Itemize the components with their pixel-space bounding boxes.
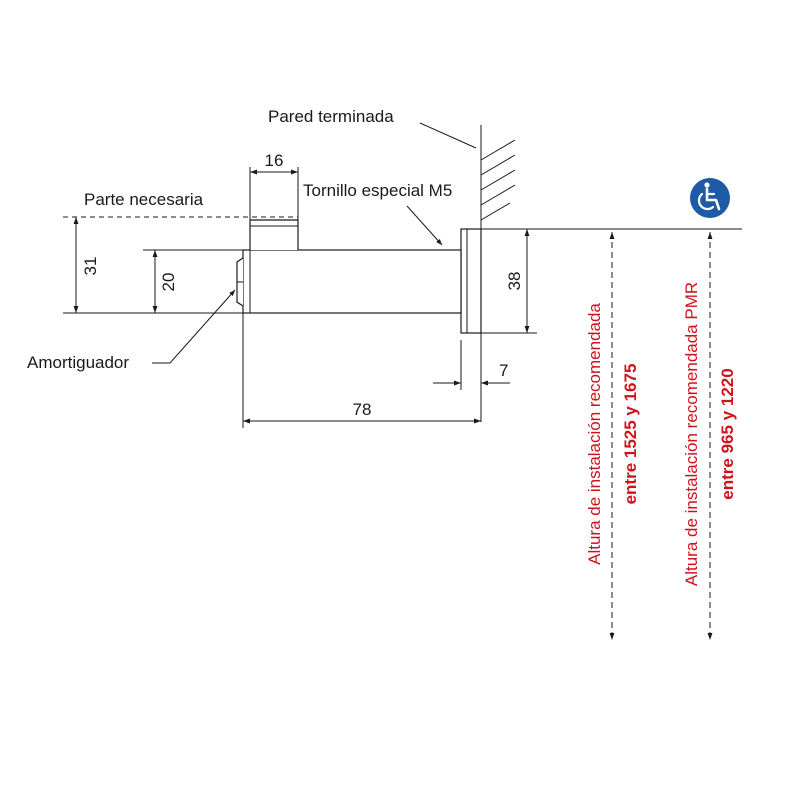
damper-leader: [152, 289, 236, 364]
dimension-height-31: 31: [63, 217, 243, 314]
pmr-height-label: Altura de instalación recomendada PMR: [682, 282, 701, 586]
damper-label: Amortiguador: [27, 353, 129, 372]
necessary-part-label: Parte necesaria: [84, 190, 204, 209]
wall-leader: [419, 122, 477, 149]
dim-78-label: 78: [353, 400, 372, 419]
hook-body: [242, 249, 462, 314]
dimension-plate-height: 38: [481, 229, 537, 334]
wall-plate: [460, 228, 482, 334]
damper-callout: Amortiguador: [27, 289, 236, 372]
finished-wall: Pared terminada: [268, 107, 516, 422]
standard-height-label: Altura de instalación recomendada: [585, 303, 604, 565]
dimension-plate-thickness: 7: [433, 340, 510, 390]
dim-38-label: 38: [505, 272, 524, 291]
dimension-height-20: 20: [143, 249, 250, 313]
wall-hatch: [480, 139, 516, 221]
standard-height-indicator: Altura de instalación recomendada entre …: [585, 232, 640, 640]
dimension-pin-width: 16: [249, 151, 299, 220]
dim-7-label: 7: [499, 361, 508, 380]
hook: [236, 219, 482, 334]
standard-height-range: entre 1525 y 1675: [621, 364, 640, 505]
dim-31-label: 31: [81, 257, 100, 276]
screw-leader: [406, 205, 443, 246]
pmr-height-range: entre 965 y 1220: [718, 368, 737, 499]
dim-20-label: 20: [159, 273, 178, 292]
wall-label: Pared terminada: [268, 107, 394, 126]
dim-16-label: 16: [265, 151, 284, 170]
dimension-total-length: 78: [242, 313, 481, 428]
wheelchair-icon: [690, 178, 730, 218]
pmr-height-indicator: Altura de instalación recomendada PMR en…: [682, 232, 737, 640]
top-pin: [249, 219, 299, 250]
screw-callout: Tornillo especial M5: [303, 181, 452, 246]
screw-label: Tornillo especial M5: [303, 181, 452, 200]
